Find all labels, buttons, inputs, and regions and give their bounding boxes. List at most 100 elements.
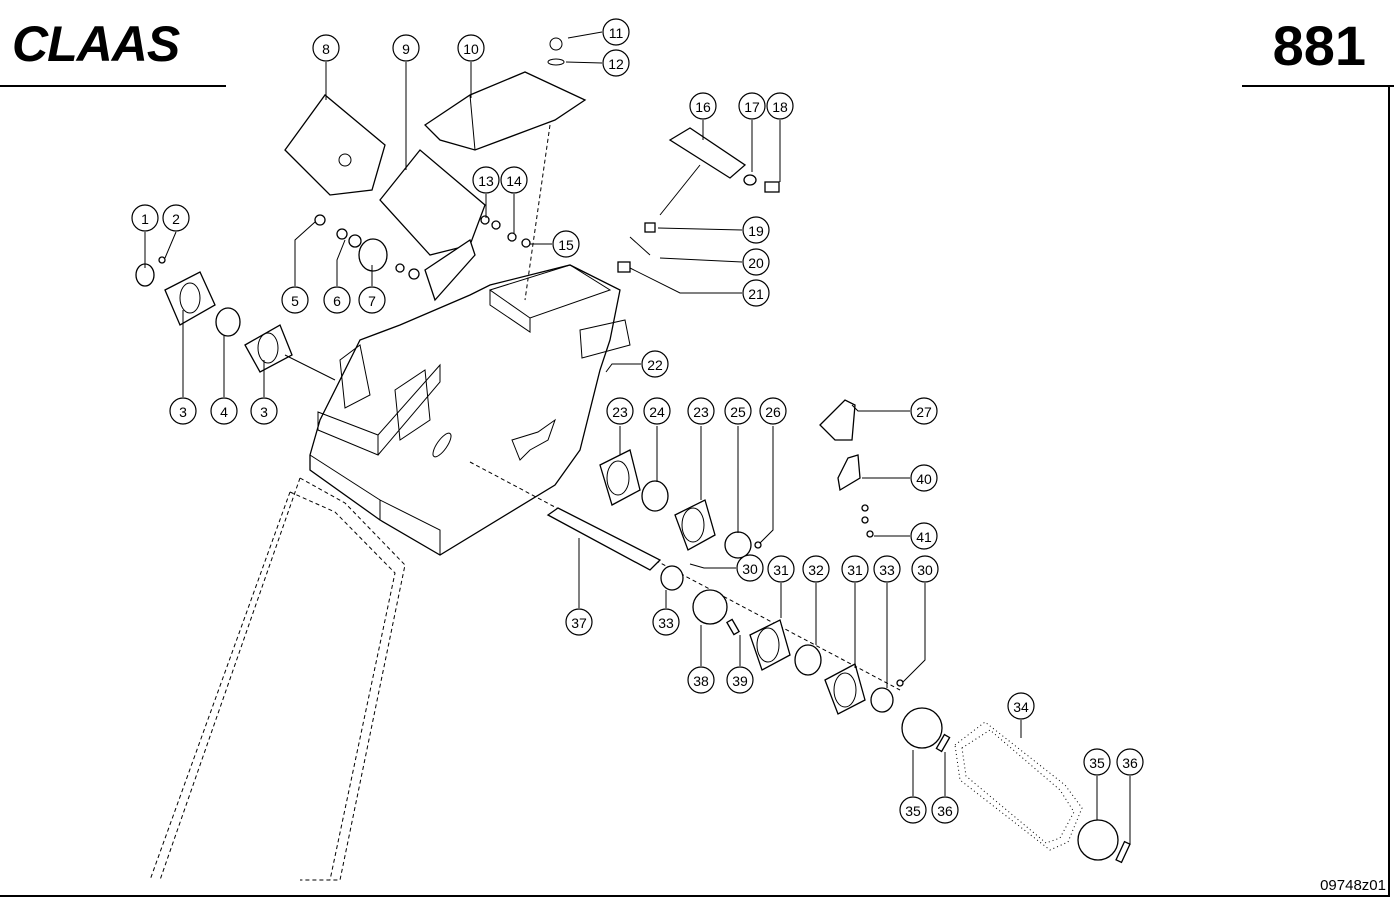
callout-number: 26 — [765, 404, 781, 420]
callout-c40: 40 — [910, 464, 938, 492]
callout-c11: 11 — [602, 18, 630, 46]
callout-number: 3 — [260, 404, 268, 420]
callout-number: 41 — [916, 529, 932, 545]
page-frame — [0, 85, 1394, 897]
page-number: 881 — [1272, 14, 1366, 77]
callout-circle — [641, 350, 669, 378]
callout-c2: 2 — [162, 204, 190, 232]
callout-number: 33 — [658, 615, 674, 631]
callout-circle — [312, 34, 340, 62]
callout-circle — [767, 555, 795, 583]
callout-number: 6 — [333, 293, 341, 309]
callout-number: 33 — [879, 562, 895, 578]
callout-c8: 8 — [312, 34, 340, 62]
callout-circle — [250, 397, 278, 425]
callout-c33a: 33 — [652, 608, 680, 636]
callout-c5: 5 — [281, 286, 309, 314]
callout-number: 1 — [141, 211, 149, 227]
callout-number: 11 — [609, 25, 624, 41]
callout-c16: 16 — [689, 92, 717, 120]
callout-circle — [169, 397, 197, 425]
callout-circle — [910, 522, 938, 550]
callout-circle — [726, 666, 754, 694]
callout-number: 18 — [772, 99, 788, 115]
callout-c35a: 35 — [899, 796, 927, 824]
callout-c37: 37 — [565, 608, 593, 636]
callout-circle — [802, 555, 830, 583]
fastener-group — [480, 124, 780, 301]
callout-number: 16 — [695, 99, 711, 115]
callout-circle — [742, 216, 770, 244]
callout-c24: 24 — [643, 397, 671, 425]
callout-c20: 20 — [742, 248, 770, 276]
callout-circle — [742, 248, 770, 276]
callout-c36b: 36 — [1116, 748, 1144, 776]
callout-number: 21 — [748, 286, 764, 302]
callout-c33b: 33 — [873, 555, 901, 583]
callout-number: 39 — [732, 673, 748, 689]
callout-number: 25 — [730, 404, 746, 420]
callout-c26: 26 — [759, 397, 787, 425]
callout-circle — [736, 554, 764, 582]
callout-c4: 4 — [210, 397, 238, 425]
callout-number: 14 — [506, 173, 522, 189]
callout-c17: 17 — [738, 92, 766, 120]
callout-circle — [602, 18, 630, 46]
callout-number: 20 — [748, 255, 764, 271]
callout-number: 17 — [744, 99, 760, 115]
callout-number: 38 — [693, 673, 709, 689]
callout-number: 37 — [571, 615, 587, 631]
callout-c6: 6 — [323, 286, 351, 314]
callout-c15: 15 — [552, 230, 580, 258]
callout-c3a: 3 — [169, 397, 197, 425]
callout-circle — [689, 92, 717, 120]
brand-wordmark: CLAAS — [12, 16, 180, 72]
callout-c22: 22 — [641, 350, 669, 378]
callout-circle — [911, 555, 939, 583]
callout-number: 5 — [291, 293, 299, 309]
callout-c31b: 31 — [841, 555, 869, 583]
callout-number: 12 — [608, 56, 624, 72]
callout-circle — [602, 49, 630, 77]
left-bearing-stack — [135, 214, 420, 381]
callout-circle — [552, 230, 580, 258]
callout-number: 32 — [808, 562, 824, 578]
callout-circle — [931, 796, 959, 824]
elevator-outline — [149, 477, 406, 881]
claas-logo: CLAAS — [12, 16, 238, 72]
callout-circle — [323, 286, 351, 314]
cover-plates — [284, 37, 587, 302]
callout-c23b: 23 — [687, 397, 715, 425]
callout-c38: 38 — [687, 666, 715, 694]
callout-c10: 10 — [457, 34, 485, 62]
callout-number: 30 — [742, 561, 758, 577]
callout-number: 27 — [916, 404, 932, 420]
callout-circle — [742, 279, 770, 307]
callout-circle — [899, 796, 927, 824]
callout-number: 31 — [847, 562, 863, 578]
callout-number: 35 — [1089, 755, 1105, 771]
callout-number: 24 — [649, 404, 665, 420]
callout-circle — [841, 555, 869, 583]
callout-circle — [687, 397, 715, 425]
callout-circle — [210, 397, 238, 425]
callout-circle — [606, 397, 634, 425]
callout-c1: 1 — [131, 204, 159, 232]
leader-lines — [144, 31, 1131, 845]
callout-circle — [281, 286, 309, 314]
drawing-id: 09748z01 — [1320, 877, 1386, 894]
callout-number: 2 — [172, 211, 180, 227]
callout-number: 4 — [220, 404, 228, 420]
callout-number: 22 — [647, 357, 663, 373]
callout-circle — [1083, 748, 1111, 776]
callout-circle — [910, 397, 938, 425]
callout-number: 15 — [558, 237, 574, 253]
callout-c36a: 36 — [931, 796, 959, 824]
callout-number: 34 — [1013, 699, 1029, 715]
callout-number: 13 — [478, 173, 494, 189]
callout-number: 35 — [905, 803, 921, 819]
callout-circle — [766, 92, 794, 120]
callout-circle — [687, 666, 715, 694]
drive-shaft-assembly — [469, 449, 1131, 864]
callout-circle — [738, 92, 766, 120]
